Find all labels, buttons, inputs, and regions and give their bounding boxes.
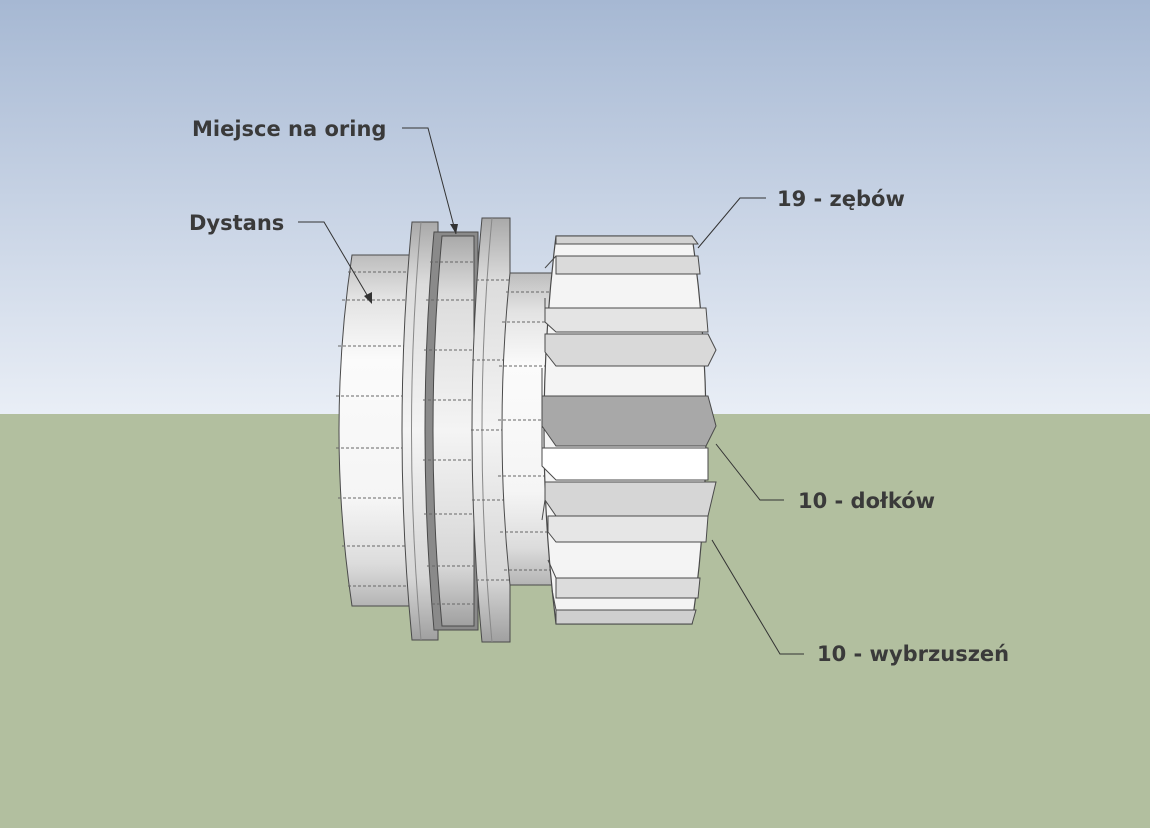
- neck-cylinder: [498, 272, 553, 586]
- leader-dolkow: [715, 443, 784, 501]
- spacer-cylinder: [336, 254, 411, 607]
- leader-wybrzuszen: [711, 539, 804, 655]
- leader-arrows: [364, 224, 458, 304]
- label-dystans: Dystans: [189, 211, 285, 235]
- oring-groove: [423, 231, 479, 631]
- leader-zebow: [697, 197, 766, 249]
- gear: [541, 235, 717, 625]
- label-bulges: 10 - wybrzuszeń: [817, 642, 1010, 666]
- leader-lines: [298, 127, 804, 655]
- leader-oring: [402, 127, 457, 235]
- arrow-oring: [450, 224, 458, 234]
- arrow-dystans: [364, 292, 372, 304]
- label-oring: Miejsce na oring: [192, 117, 387, 141]
- label-dimples: 10 - dołków: [798, 489, 936, 513]
- label-teeth: 19 - zębów: [777, 187, 905, 211]
- flange-ring-right: [471, 217, 511, 643]
- leader-dystans: [298, 221, 371, 301]
